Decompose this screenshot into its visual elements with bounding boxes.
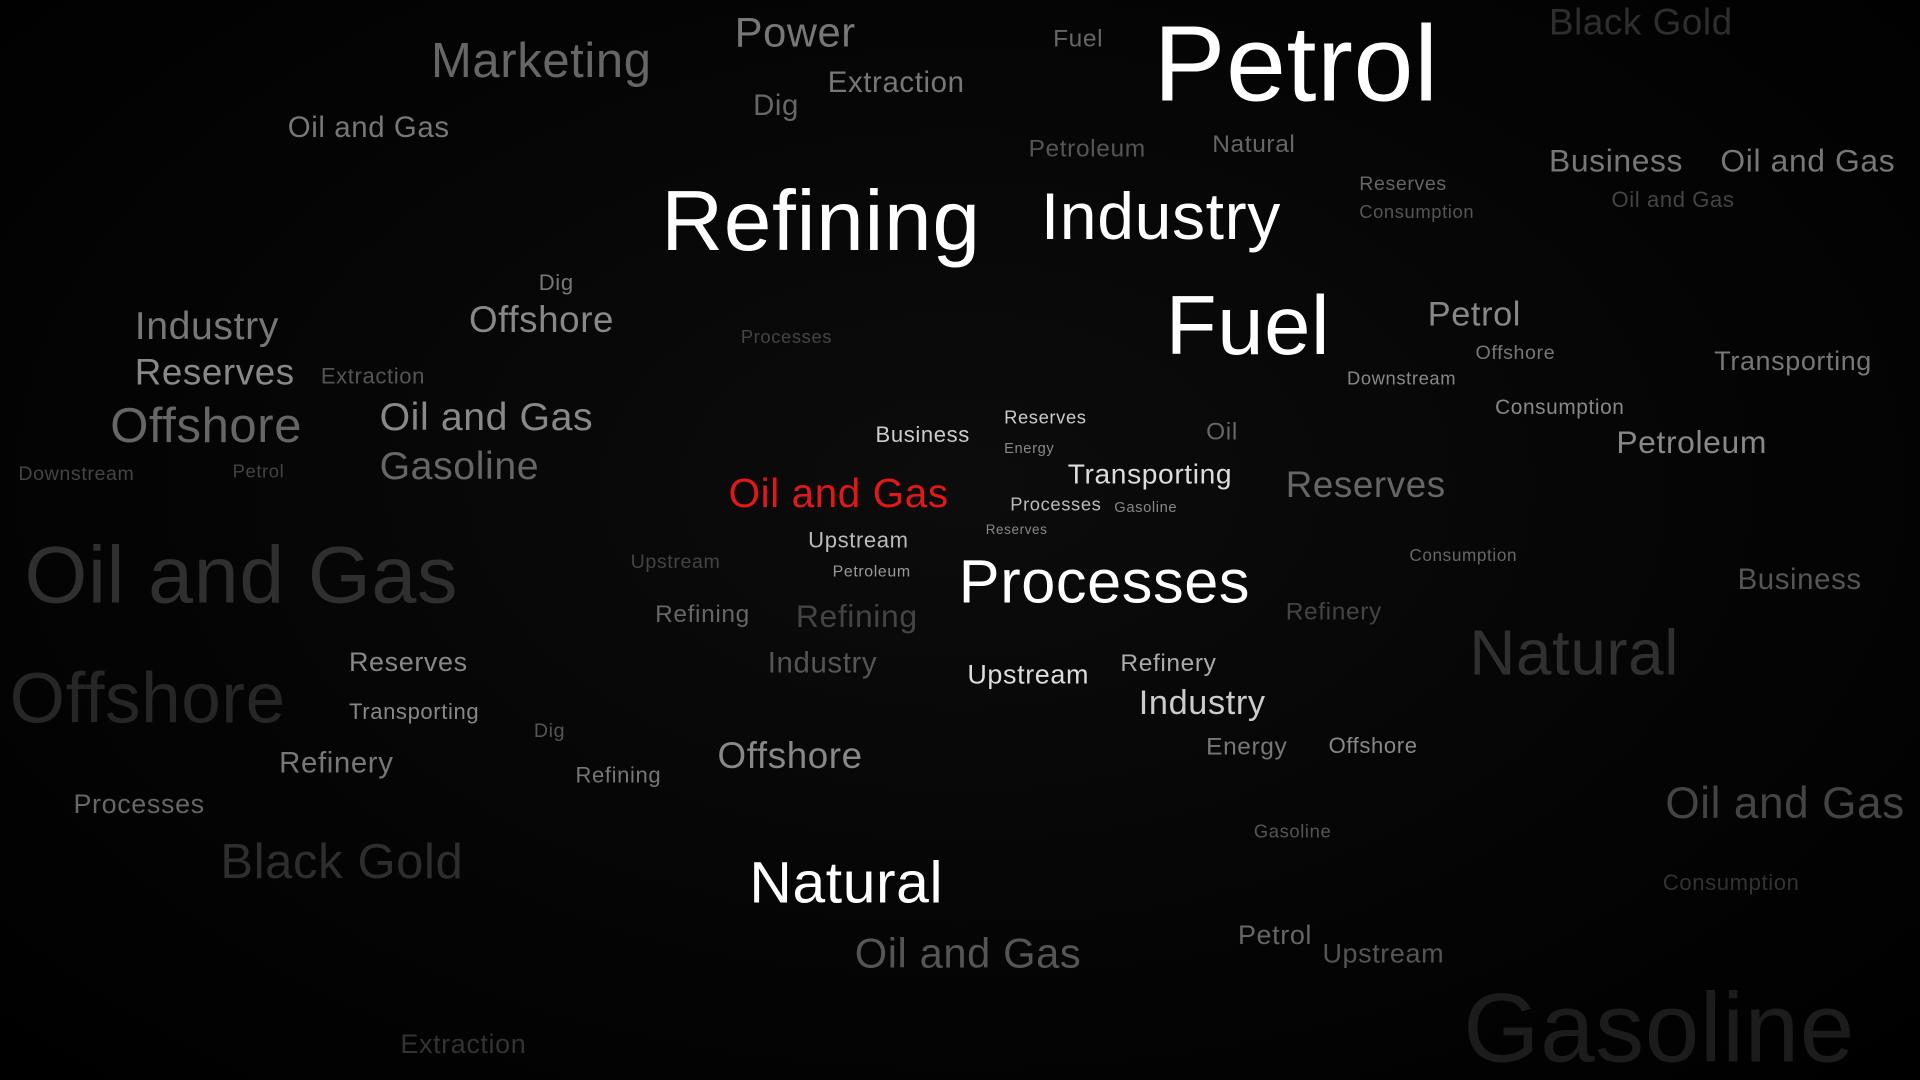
word: Reserves [1004,407,1087,429]
word: Business [1548,142,1684,179]
word: Business [1737,563,1862,597]
word: Oil and Gas [854,930,1082,978]
word: Petrol [232,461,285,483]
word: Oil and Gas [1720,142,1896,179]
word: Offshore [1475,342,1556,364]
word: Energy [1004,439,1055,457]
word: Gasoline [1114,498,1178,516]
word: Dig [533,721,566,743]
word: Upstream [967,658,1090,690]
word: Transporting [1067,457,1233,490]
word: Natural [1212,131,1296,158]
word: Petrol [1237,919,1313,951]
word: Upstream [808,527,909,553]
word: Refinery [1285,598,1382,626]
word: Natural [1469,618,1679,690]
word: Upstream [1322,937,1445,969]
word: Processes [1010,494,1102,516]
word: Petrol [1153,2,1439,124]
word: Reserves [348,646,468,678]
word: Natural [749,851,944,916]
word: Petrol [1427,295,1522,334]
word: Offshore [1328,733,1418,758]
word: Offshore [9,658,286,739]
word: Processes [958,547,1251,616]
word: Industry [1040,180,1281,254]
word: Gasoline [1463,973,1855,1080]
word: Oil and Gas [1611,187,1735,212]
word: Fuel [1165,279,1331,373]
word: Oil and Gas [379,394,594,439]
word: Reserves [1285,465,1446,506]
word: Marketing [431,34,652,89]
word: Refining [661,172,981,269]
word: Black Gold [220,835,464,889]
word: Gasoline [1253,821,1332,843]
word: Oil and Gas [24,528,458,620]
word: Refinery [1120,650,1217,678]
word: Reserves [134,352,295,394]
word: Refining [795,597,918,635]
word: Processes [73,788,205,820]
word: Dig [538,270,574,296]
word: Fuel [1053,25,1104,53]
word: Refinery [279,746,394,781]
word-highlight: Oil and Gas [728,470,949,516]
word: Industry [1138,683,1266,722]
word: Upstream [630,552,721,574]
word: Petroleum [832,562,911,581]
word: Reserves [1359,173,1447,195]
word: Transporting [1714,345,1872,376]
word: Oil [1206,418,1238,446]
word: Petroleum [1616,423,1767,461]
word: Downstream [18,464,135,485]
word: Black Gold [1548,2,1733,43]
word: Processes [740,326,833,348]
word: Business [875,422,970,447]
word: Offshore [468,300,615,341]
word: Extraction [320,363,425,389]
word: Energy [1206,733,1288,761]
word: Offshore [110,399,303,454]
word: Extraction [400,1028,527,1060]
word: Consumption [1359,202,1475,223]
word: Transporting [348,699,480,724]
word: Refining [575,762,662,788]
word: Petroleum [1028,135,1146,163]
word: Power [734,9,856,57]
word: Downstream [1346,368,1457,390]
word: Extraction [827,66,965,100]
word: Oil and Gas [1665,777,1905,828]
word: Consumption [1495,395,1625,419]
word: Consumption [1409,544,1518,565]
word: Industry [767,646,878,680]
word: Gasoline [379,443,540,488]
word: Reserves [985,522,1048,538]
word: Dig [753,89,800,123]
word: Consumption [1662,870,1800,896]
word: Oil and Gas [287,111,450,145]
word: Offshore [717,735,863,777]
word: Refining [655,601,750,629]
word: Industry [134,303,279,348]
